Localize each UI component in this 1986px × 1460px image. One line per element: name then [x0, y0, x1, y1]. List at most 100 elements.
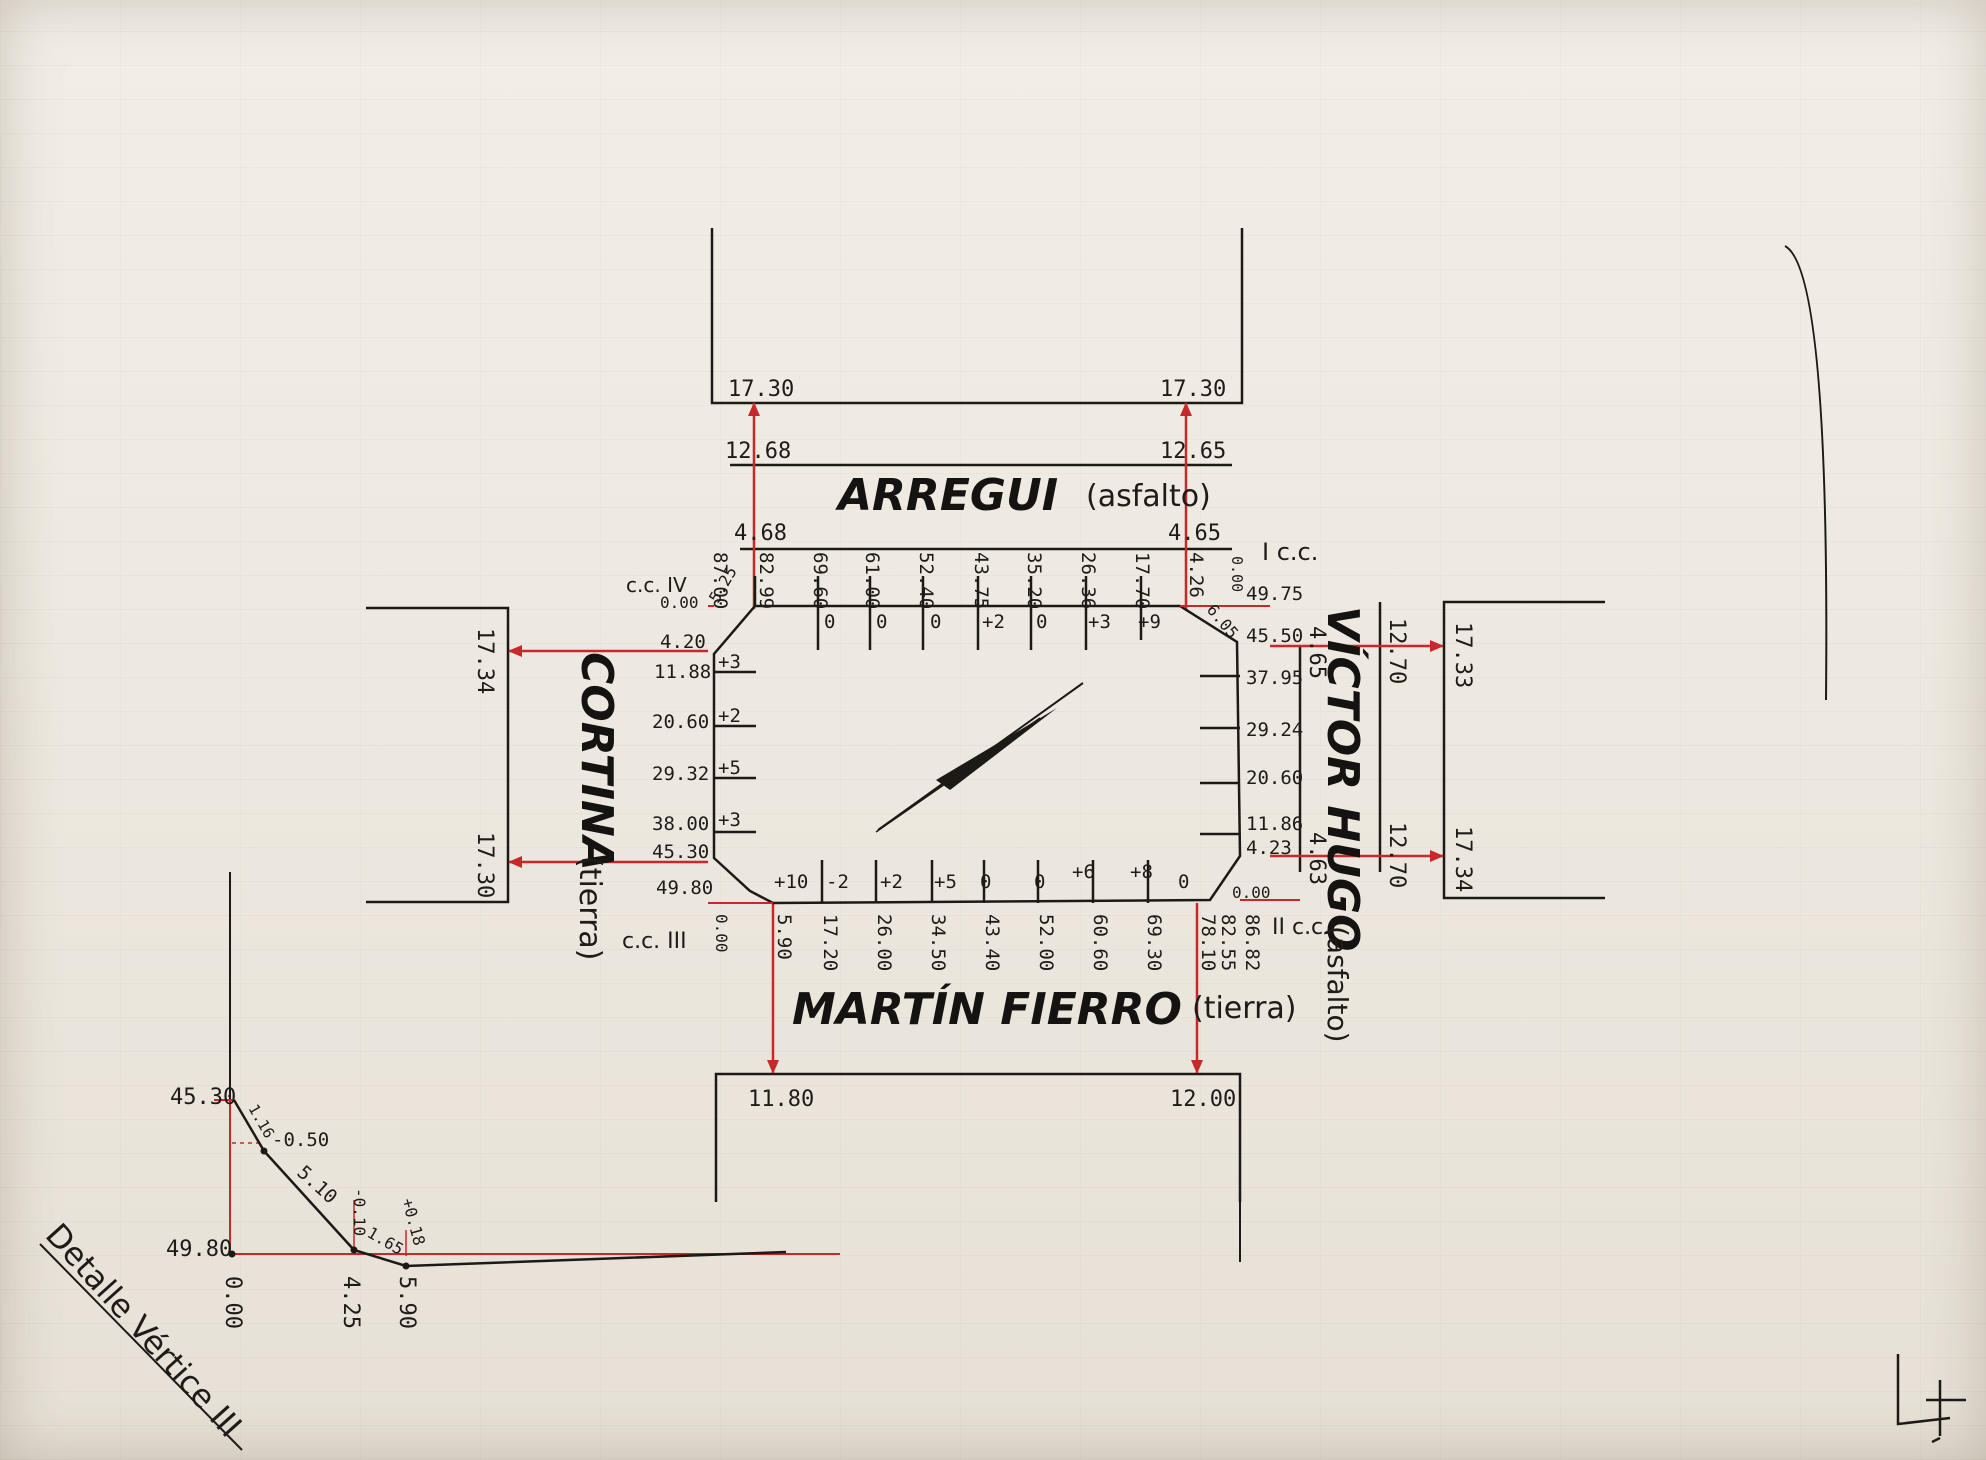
- left-far-top-value: 17.34: [472, 628, 497, 694]
- street-name-left: CORTINA: [571, 652, 622, 871]
- corner-label-ne: I c.c.: [1262, 538, 1318, 566]
- detail-note-5: +0.18: [398, 1196, 429, 1247]
- right-ticks: [1200, 674, 1240, 836]
- detail-x-2: 5.90: [394, 1276, 419, 1329]
- detail-y-bottom: 49.80: [166, 1237, 232, 1262]
- street-name-bottom: MARTÍN FIERRO: [792, 982, 1182, 1035]
- svg-text:11.86: 11.86: [1246, 813, 1303, 835]
- right-mid-top-value: 12.70: [1384, 618, 1409, 684]
- detail-note-3: -0.10: [350, 1188, 369, 1236]
- right-far-bottom-value: 17.34: [1450, 826, 1475, 892]
- svg-text:0.00: 0.00: [1232, 883, 1271, 902]
- pencil-curve: [1784, 245, 1828, 701]
- top-station-labels: 87.00 82.99 69.60 61.00 52.40 43.75 35.2…: [709, 552, 1246, 609]
- left-corner-value: 5.25: [705, 563, 741, 606]
- svg-text:0: 0: [980, 871, 991, 893]
- svg-text:26.36: 26.36: [1077, 552, 1099, 609]
- corner-label-nw: c.c. IV: [626, 573, 687, 597]
- top-right-far-value: 17.30: [1160, 377, 1226, 402]
- svg-text:37.95: 37.95: [1246, 667, 1303, 689]
- svg-text:-2: -2: [826, 871, 849, 893]
- svg-text:45.50: 45.50: [1246, 625, 1303, 647]
- top-right-near-value: 4.65: [1168, 521, 1221, 546]
- top-left-near-value: 4.68: [734, 521, 787, 546]
- right-corner-value: 6.05: [1203, 600, 1242, 642]
- svg-text:+3: +3: [718, 809, 741, 831]
- north-arrow-icon: [875, 682, 1084, 833]
- svg-text:0: 0: [1034, 871, 1045, 893]
- svg-text:29.24: 29.24: [1246, 719, 1303, 741]
- svg-text:20.60: 20.60: [1246, 767, 1303, 789]
- svg-text:+6: +6: [1072, 861, 1095, 883]
- svg-text:5.90: 5.90: [773, 914, 795, 960]
- left-station-labels: 0.00 4.20 11.88 20.60 29.32 38.00 45.30 …: [652, 593, 713, 899]
- svg-text:43.40: 43.40: [981, 914, 1003, 971]
- svg-text:35.20: 35.20: [1023, 552, 1045, 609]
- svg-text:+5: +5: [934, 871, 957, 893]
- svg-text:11.88: 11.88: [654, 661, 711, 683]
- detail-x-1: 4.25: [338, 1276, 363, 1329]
- detail-y-top: 45.30: [170, 1085, 236, 1110]
- svg-text:29.32: 29.32: [652, 763, 709, 785]
- svg-text:69.30: 69.30: [1143, 914, 1165, 971]
- svg-text:0: 0: [1036, 611, 1047, 633]
- svg-text:+3: +3: [718, 651, 741, 673]
- detail-note-4: 1.65: [364, 1223, 407, 1259]
- right-far-top-value: 17.33: [1450, 622, 1475, 688]
- svg-text:+2: +2: [718, 705, 741, 727]
- bottom-left-far-value: 11.80: [748, 1087, 814, 1112]
- svg-text:60.60: 60.60: [1089, 914, 1111, 971]
- svg-text:86.82: 86.82: [1241, 914, 1263, 971]
- svg-text:0.00: 0.00: [712, 914, 731, 953]
- svg-text:45.30: 45.30: [652, 841, 709, 863]
- svg-text:69.60: 69.60: [809, 552, 831, 609]
- vertex-detail: [214, 872, 840, 1270]
- street-name-top: ARREGUI: [835, 470, 1058, 521]
- svg-text:17.70: 17.70: [1131, 552, 1153, 609]
- svg-text:17.20: 17.20: [819, 914, 841, 971]
- street-surface-top: (asfalto): [1086, 479, 1211, 514]
- corner-label-sw: c.c. III: [622, 929, 687, 954]
- detail-note-1: -0.50: [272, 1129, 329, 1151]
- street-name-right: VÍCTOR HUGO: [1317, 606, 1370, 951]
- svg-text:49.75: 49.75: [1246, 583, 1303, 605]
- svg-text:87.00: 87.00: [709, 552, 731, 609]
- intersection-outline: [712, 604, 1242, 905]
- left-offset-labels: +3 +2 +5 +3: [718, 651, 741, 831]
- right-station-labels: 49.75 45.50 37.95 29.24 20.60 11.86 4.23…: [1232, 583, 1303, 902]
- svg-text:+9: +9: [1138, 611, 1161, 633]
- top-right-mid-value: 12.65: [1160, 439, 1226, 464]
- svg-text:+5: +5: [718, 757, 741, 779]
- svg-text:49.80: 49.80: [656, 877, 713, 899]
- detail-title-underline: [39, 1243, 243, 1451]
- bottom-road: [714, 903, 1242, 1262]
- svg-text:4.26: 4.26: [1185, 552, 1207, 598]
- svg-text:82.99: 82.99: [755, 552, 777, 609]
- svg-text:82.55: 82.55: [1217, 914, 1239, 971]
- left-far-bottom-value: 17.30: [472, 832, 497, 898]
- svg-text:0: 0: [1178, 871, 1189, 893]
- svg-text:4.20: 4.20: [660, 631, 706, 653]
- right-road: [1270, 600, 1605, 900]
- svg-text:26.00: 26.00: [873, 914, 895, 971]
- svg-text:34.50: 34.50: [927, 914, 949, 971]
- svg-text:+2: +2: [982, 611, 1005, 633]
- left-ticks: [714, 670, 756, 834]
- svg-text:+10: +10: [774, 871, 808, 893]
- right-near-top-value: 4.65: [1304, 626, 1329, 679]
- svg-text:52.40: 52.40: [915, 552, 937, 609]
- detail-x-0: 0.00: [220, 1276, 245, 1329]
- bottom-right-far-value: 12.00: [1170, 1087, 1236, 1112]
- corner-label-se: II c.c.: [1272, 915, 1330, 940]
- svg-text:78.10: 78.10: [1197, 914, 1219, 971]
- top-ticks: [753, 576, 1143, 650]
- top-left-far-value: 17.30: [728, 377, 794, 402]
- svg-text:+2: +2: [880, 871, 903, 893]
- svg-text:43.75: 43.75: [970, 552, 992, 609]
- bottom-offset-labels: +10 -2 +2 +5 0 0 +6 +8 0: [774, 861, 1189, 893]
- signature-mark: [1896, 1354, 1966, 1444]
- right-near-bottom-value: 4.63: [1304, 832, 1329, 885]
- svg-text:0: 0: [824, 611, 835, 633]
- bottom-ticks: [820, 860, 1150, 903]
